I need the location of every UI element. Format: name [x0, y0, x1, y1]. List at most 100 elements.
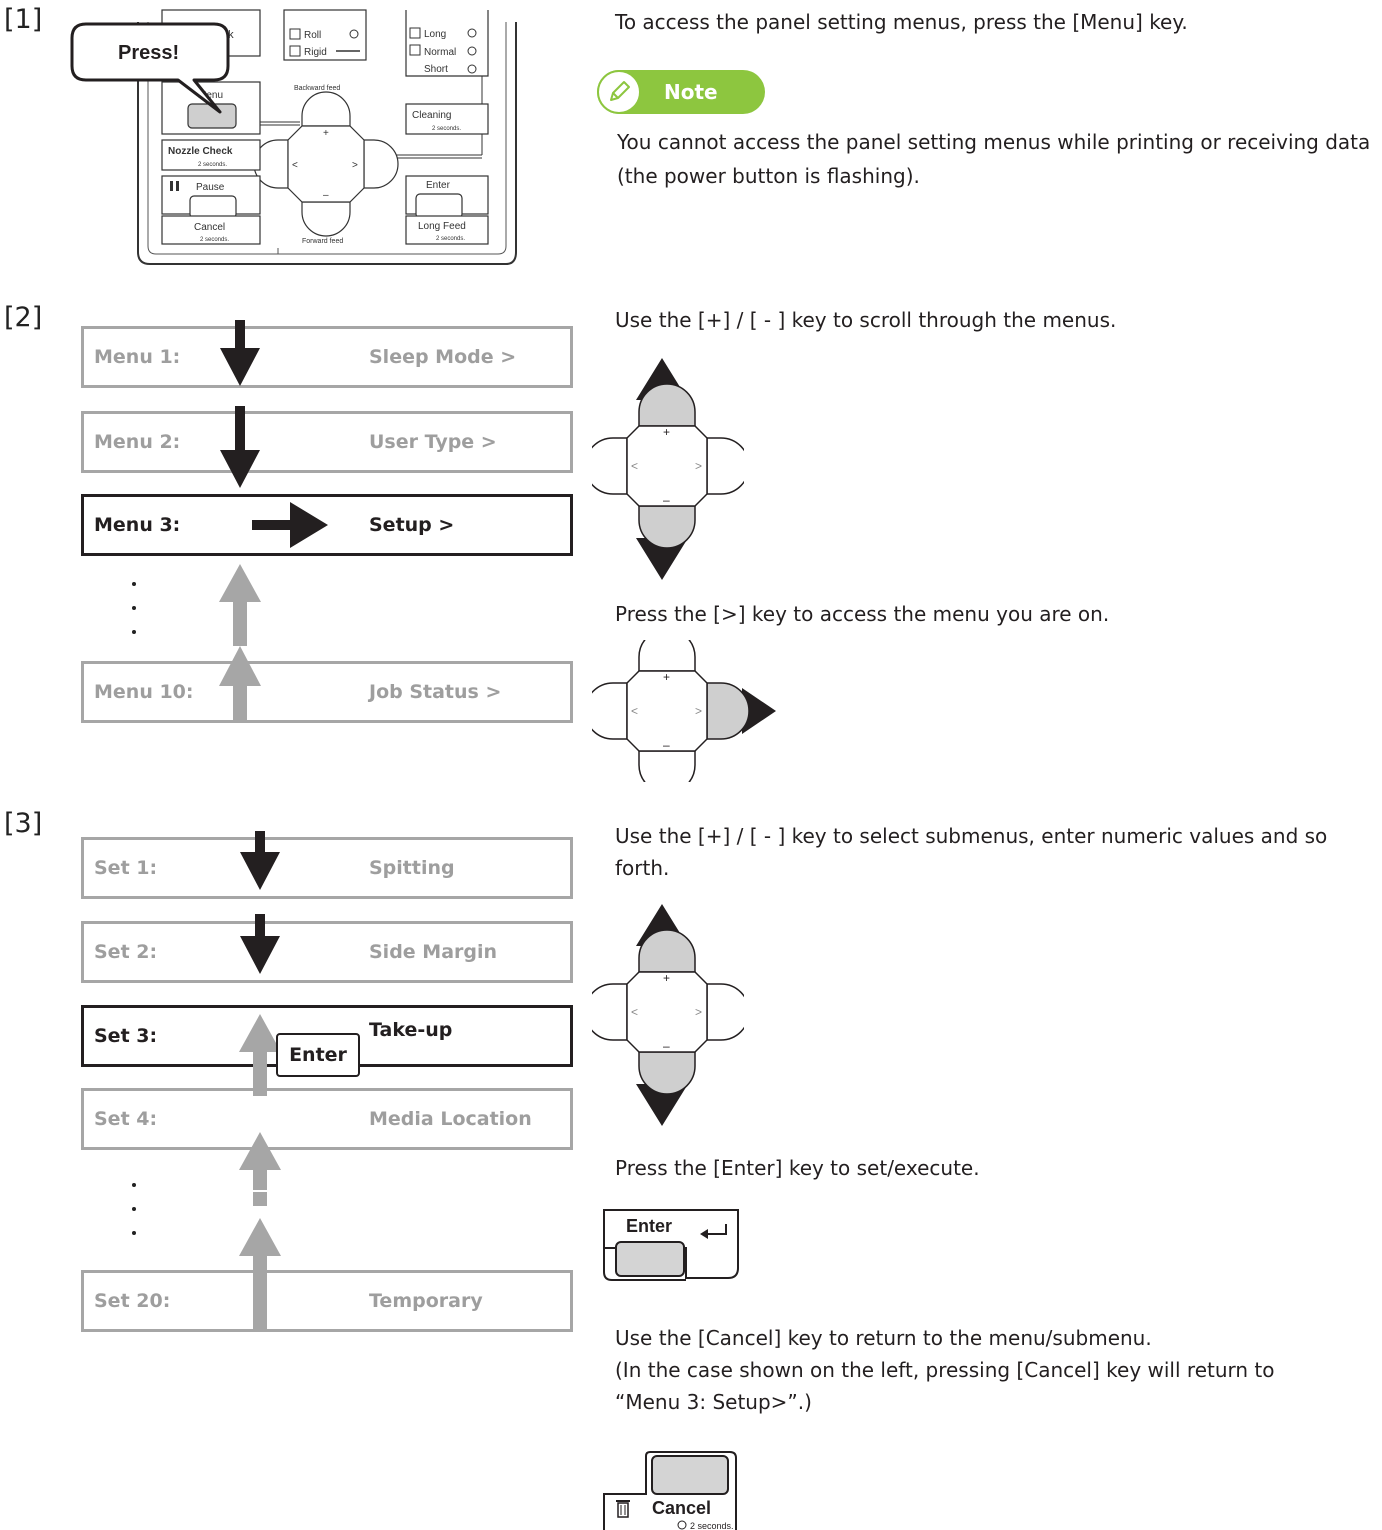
- svg-text:>: >: [695, 459, 702, 473]
- menu-row-10: Menu 10: Job Status >: [81, 661, 573, 723]
- svg-text:<: <: [631, 1005, 638, 1019]
- step3-cancel-line1: Use the [Cancel] key to return to the me…: [615, 1326, 1152, 1350]
- set-row-1: Set 1: Spitting: [81, 837, 573, 899]
- set-row-label: Set 20:: [94, 1290, 171, 1312]
- enter-key-label: Enter: [626, 1216, 672, 1236]
- menu-row-2: Menu 2: User Type >: [81, 411, 573, 473]
- menu-row-label: Menu 10:: [94, 681, 194, 703]
- enter-key-illustration: Enter: [603, 1209, 739, 1281]
- svg-text:<: <: [631, 704, 638, 718]
- ellipsis-dot: [132, 1231, 136, 1235]
- set-row-label: Set 1:: [94, 857, 158, 879]
- menu-row-value: User Type >: [369, 431, 497, 453]
- menu-row-value: Setup >: [369, 514, 455, 536]
- cancel-key-seconds: 2 seconds.: [690, 1521, 734, 1530]
- cancel-text: Cancel: [194, 222, 225, 233]
- svg-text:+: +: [663, 670, 670, 684]
- submenu-navigation-arrows: [239, 831, 281, 1330]
- step1-instruction: To access the panel setting menus, press…: [615, 10, 1188, 34]
- long-feed-seconds: 2 seconds.: [436, 236, 465, 242]
- long-feed-text: Long Feed: [418, 221, 466, 232]
- step-3-label: [3]: [4, 808, 43, 839]
- svg-text:<: <: [631, 459, 638, 473]
- backward-feed-text: Backward feed: [294, 85, 340, 92]
- svg-text:–: –: [323, 190, 329, 201]
- down-arrow-icon: [240, 831, 280, 890]
- short-text: Short: [424, 64, 448, 75]
- svg-text:+: +: [663, 425, 670, 439]
- ellipsis-dot: [132, 1207, 136, 1211]
- menu-row-1: Menu 1: Sleep Mode >: [81, 326, 573, 388]
- ellipsis-dot: [132, 582, 136, 586]
- note-label: Note: [664, 80, 718, 104]
- pause-text: Pause: [196, 182, 225, 193]
- ellipsis-dot: [132, 1183, 136, 1187]
- forward-feed-text: Forward feed: [302, 238, 343, 245]
- menu-navigation-arrows: [219, 320, 328, 722]
- return-arrow-icon: [700, 1229, 708, 1239]
- svg-text:+: +: [323, 128, 329, 139]
- svg-text:+: +: [663, 971, 670, 985]
- dpad-select-illustration: + – < >: [592, 904, 744, 1126]
- up-arrow-icon: [239, 1014, 281, 1096]
- step-2-label: [2]: [4, 302, 43, 333]
- enter-text: Enter: [426, 180, 451, 191]
- menu-text: Menu: [198, 90, 223, 101]
- set-row-4: Set 4: Media Location: [81, 1088, 573, 1150]
- svg-text:<: <: [292, 160, 298, 171]
- menu-row-label: Menu 1:: [94, 346, 181, 368]
- set-row-value: Media Location: [369, 1108, 532, 1130]
- up-arrow-icon: [219, 646, 261, 722]
- note-body-line2: (the power button is flashing).: [617, 164, 920, 188]
- press-bubble-text: Press!: [118, 42, 179, 64]
- panel-dpad: + – < >: [253, 91, 399, 237]
- set-row-value: Take-up: [369, 1019, 453, 1041]
- nozzle-check-text: Nozzle Check: [168, 146, 233, 157]
- nozzle-seconds: 2 seconds.: [198, 162, 227, 168]
- step3-cancel-line2: (In the case shown on the left, pressing…: [615, 1358, 1275, 1382]
- cancel-key-illustration: Cancel 2 seconds.: [603, 1451, 737, 1530]
- svg-text:>: >: [695, 704, 702, 718]
- pencil-icon: [597, 70, 641, 114]
- step2-scroll-instruction: Use the [+] / [ - ] key to scroll throug…: [615, 308, 1117, 332]
- menu-row-label: Menu 3:: [94, 514, 181, 536]
- control-panel-illustration: nk Roll Rigid Long Normal Short Menu Cle…: [70, 9, 517, 265]
- normal-text: Normal: [424, 47, 456, 58]
- svg-text:–: –: [663, 493, 670, 507]
- roll-text: Roll: [304, 30, 321, 41]
- up-arrow-icon: [239, 1132, 281, 1190]
- step3-enter-instruction: Press the [Enter] key to set/execute.: [615, 1156, 980, 1180]
- step3-select-line1: Use the [+] / [ - ] key to select submen…: [615, 824, 1328, 848]
- long-text: Long: [424, 29, 446, 40]
- down-arrow-icon: [220, 320, 260, 386]
- cancel-seconds: 2 seconds.: [200, 237, 229, 243]
- set-row-2: Set 2: Side Margin: [81, 921, 573, 983]
- set-row-value: Side Margin: [369, 941, 498, 963]
- set-row-value: Temporary: [369, 1290, 483, 1312]
- svg-text:–: –: [663, 738, 670, 752]
- svg-text:>: >: [352, 160, 358, 171]
- step2-access-instruction: Press the [>] key to access the menu you…: [615, 602, 1110, 626]
- menu-row-value: Job Status >: [369, 681, 502, 703]
- ellipsis-dot: [132, 630, 136, 634]
- trash-icon: [616, 1500, 630, 1518]
- down-arrow-icon: [220, 406, 260, 488]
- menu-row-value: Sleep Mode >: [369, 346, 517, 368]
- cleaning-text: Cleaning: [412, 110, 451, 121]
- note-body-line1: You cannot access the panel setting menu…: [617, 130, 1371, 154]
- set-row-label: Set 4:: [94, 1108, 158, 1130]
- step-1-label: [1]: [4, 4, 43, 35]
- set-row-label: Set 2:: [94, 941, 158, 963]
- svg-text:–: –: [663, 1039, 670, 1053]
- menu-row-label: Menu 2:: [94, 431, 181, 453]
- set-row-label: Set 3:: [94, 1025, 158, 1047]
- set-row-value: Spitting: [369, 857, 455, 879]
- rigid-text: Rigid: [304, 47, 327, 58]
- down-arrow-icon: [240, 914, 280, 974]
- dpad-scroll-illustration: + – < >: [592, 358, 744, 580]
- dpad-right-illustration: + – < >: [592, 640, 776, 782]
- step3-select-line2: forth.: [615, 856, 670, 880]
- cleaning-seconds: 2 seconds.: [432, 126, 461, 132]
- cancel-key-label: Cancel: [652, 1498, 711, 1518]
- step3-cancel-line3: “Menu 3: Setup>”.): [615, 1390, 812, 1414]
